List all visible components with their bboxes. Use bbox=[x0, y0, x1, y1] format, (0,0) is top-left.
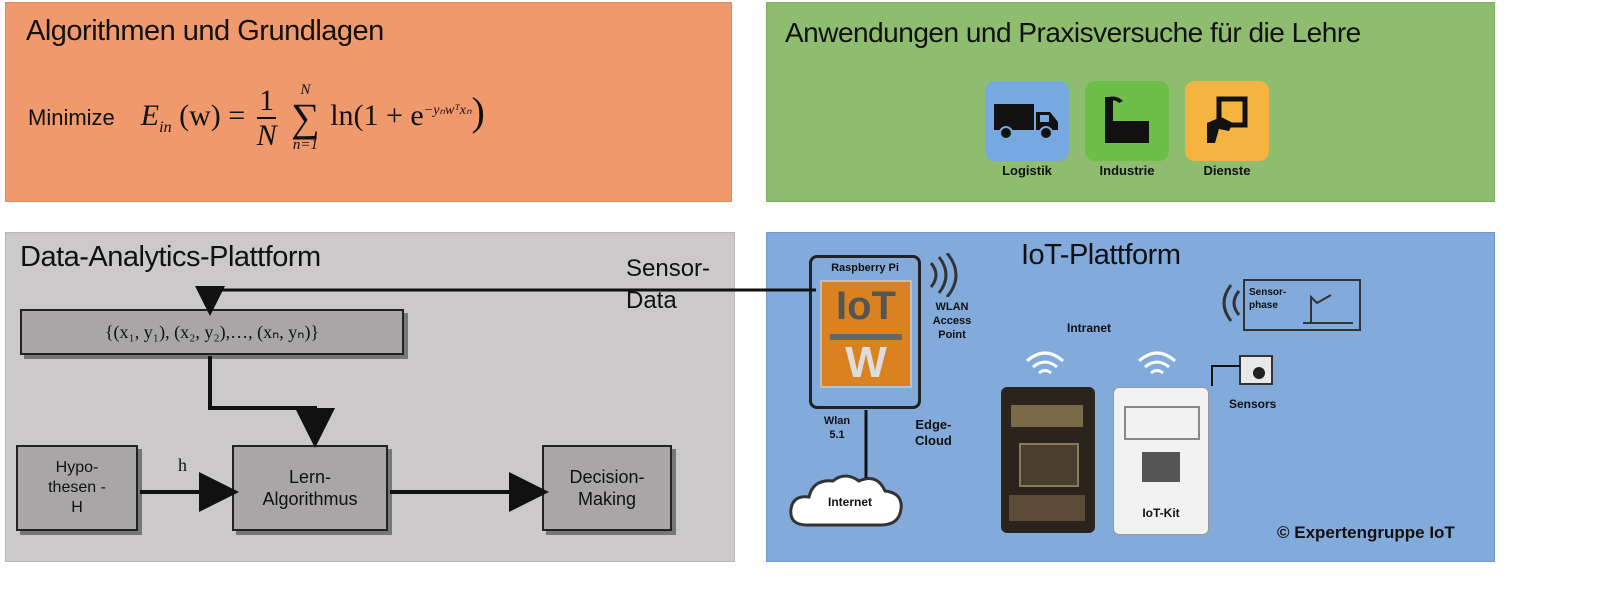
algorithms-panel: Algorithmen und Grundlagen Minimize Ein … bbox=[5, 2, 732, 202]
sum-upper: N bbox=[300, 82, 311, 98]
sensor-graph-icon bbox=[1303, 294, 1353, 324]
wlan-line-1: WLAN bbox=[935, 301, 969, 313]
formula-rhs: ln(1 + e bbox=[330, 98, 424, 132]
sensor-to-kit-line bbox=[1211, 365, 1240, 386]
iot-logo: IoT W bbox=[820, 280, 912, 388]
data-analytics-panel: Data-Analytics-Plattform {(x₁, y₁), (x₂,… bbox=[5, 232, 735, 562]
logo-bottom-text: W bbox=[845, 338, 887, 387]
iot-title: IoT-Plattform bbox=[1021, 239, 1181, 271]
decision-line-2: Making bbox=[577, 489, 637, 509]
factory-icon bbox=[1105, 96, 1149, 143]
hypothesis-line-2: thesen - bbox=[48, 479, 106, 496]
wlan-side-line-1: Wlan bbox=[823, 415, 851, 427]
decision-line-1: Decision- bbox=[569, 466, 645, 487]
training-data-box: {(x₁, y₁), (x₂, y₂),…, (xₙ, yₙ)} bbox=[20, 309, 404, 355]
fraction-denominator: N bbox=[256, 119, 277, 152]
formula-fraction: 1 N bbox=[257, 84, 277, 152]
iot-kit-label: IoT-Kit bbox=[1142, 506, 1180, 520]
logo-top-text: IoT bbox=[836, 284, 896, 328]
applications-title: Anwendungen und Praxisversuche für die L… bbox=[785, 17, 1361, 48]
dataset-to-learning-arrow bbox=[208, 356, 335, 448]
sensors-label: Sensors bbox=[1229, 397, 1277, 411]
logistics-tile bbox=[985, 81, 1069, 161]
truck-icon bbox=[994, 104, 1058, 140]
intranet-label: Intranet bbox=[1067, 321, 1112, 335]
cloud-icon bbox=[789, 474, 903, 527]
raspberry-pi-device: Raspberry Pi IoT W bbox=[809, 255, 921, 409]
formula-lhs: E bbox=[140, 98, 160, 132]
edge-line-1: Edge- bbox=[915, 417, 952, 432]
hypothesis-line-3: H bbox=[71, 499, 83, 516]
iot-platform-panel: IoT-Plattform Raspberry Pi IoT W WLAN Ac… bbox=[766, 232, 1495, 562]
analytics-title: Data-Analytics-Plattform bbox=[20, 241, 321, 273]
fraction-numerator: 1 bbox=[257, 84, 277, 119]
formula-exp: −yₙwᵀxₙ bbox=[423, 102, 472, 118]
hypothesis-line-1: Hypo- bbox=[55, 459, 99, 476]
raspberry-pi-label: Raspberry Pi bbox=[831, 262, 899, 274]
logo-bar bbox=[830, 334, 902, 340]
sensor-phase-line-1: Sensor- bbox=[1249, 287, 1287, 298]
sensor-phase-line-2: phase bbox=[1249, 299, 1278, 311]
wlan-line-2: Access bbox=[932, 314, 972, 327]
sensor-label-line-1: Sensor- bbox=[626, 255, 711, 282]
algorithms-title: Algorithmen und Grundlagen bbox=[26, 15, 384, 47]
wlan-side-line-2: 5.1 bbox=[829, 428, 845, 441]
wlan-side-label: Wlan 5.1 bbox=[807, 415, 867, 443]
sensor-data-label: Sensor- Data bbox=[626, 253, 710, 318]
wifi-edge-icon bbox=[1026, 351, 1064, 375]
edge-board-module bbox=[1019, 443, 1079, 487]
formula-label: Minimize bbox=[28, 105, 115, 130]
sensor-dot-icon bbox=[1253, 367, 1265, 379]
edge-board-connectors bbox=[1009, 495, 1085, 521]
loss-formula: Minimize Ein (w) = 1 N N ∑ n=1 ln(1 + e−… bbox=[28, 83, 485, 153]
wlan-line-3: Point bbox=[938, 328, 966, 341]
edge-cloud-label: Edge- Cloud bbox=[915, 417, 952, 450]
decision-making-box: Decision- Making bbox=[542, 445, 672, 531]
sigma-icon: ∑ bbox=[291, 95, 320, 140]
sensor-data-arrow bbox=[195, 286, 816, 316]
wifi-signal-icon bbox=[929, 253, 958, 297]
services-label: Dienste bbox=[1203, 163, 1251, 178]
formula-arg: (w) = bbox=[179, 98, 246, 132]
sensor-phase-box: Sensor- phase bbox=[1243, 279, 1361, 331]
learn-line-1: Lern- bbox=[288, 466, 331, 487]
iot-kit-board-image: IoT-Kit bbox=[1113, 387, 1209, 535]
sum-lower: n=1 bbox=[292, 137, 318, 153]
edge-label-h: h bbox=[178, 455, 187, 475]
iot-kit-display bbox=[1142, 452, 1180, 482]
copyright-text: © Expertengruppe IoT bbox=[1277, 523, 1455, 542]
industry-label: Industrie bbox=[1099, 163, 1155, 178]
edge-line-2: Cloud bbox=[915, 433, 952, 449]
formula-math: Ein (w) = 1 N N ∑ n=1 ln(1 + e−yₙwᵀxₙ) bbox=[141, 83, 485, 153]
applications-panel: Anwendungen und Praxisversuche für die L… bbox=[766, 2, 1495, 202]
learn-line-2: Algorithmus bbox=[262, 489, 358, 509]
hand-service-icon bbox=[1207, 96, 1248, 143]
summation: N ∑ n=1 bbox=[291, 83, 320, 153]
sensor-phase-text: Sensor- phase bbox=[1249, 287, 1286, 312]
logistics-label: Logistik bbox=[1002, 163, 1052, 178]
services-tile bbox=[1185, 81, 1269, 161]
sensor-device bbox=[1239, 355, 1273, 385]
industry-tile bbox=[1085, 81, 1169, 161]
formula-close: ) bbox=[471, 88, 485, 134]
hypothesis-box: Hypo- thesen - H bbox=[16, 445, 138, 531]
sensor-label-line-2: Data bbox=[626, 287, 677, 315]
edge-board-chip bbox=[1011, 405, 1083, 427]
sensor-wifi-icon bbox=[1222, 284, 1241, 322]
wifi-kit-icon bbox=[1138, 351, 1176, 375]
formula-sub: in bbox=[159, 118, 172, 136]
iot-kit-chip bbox=[1124, 406, 1200, 440]
internet-label: Internet bbox=[827, 495, 872, 509]
edge-board-image bbox=[1001, 387, 1095, 533]
wlan-access-point: WLAN Access Point bbox=[917, 301, 987, 342]
